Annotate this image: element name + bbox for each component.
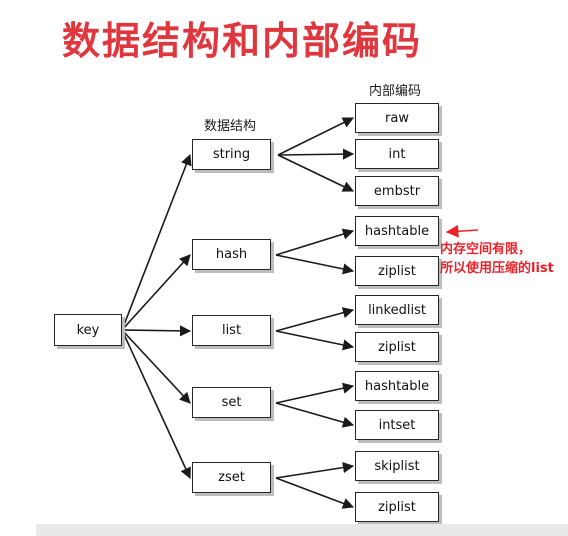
enc-set-hashtable: hashtable bbox=[355, 371, 439, 401]
annotation-line-1: 内存空间有限， bbox=[440, 242, 532, 257]
enc-zset-skiplist: skiplist bbox=[355, 451, 439, 481]
enc-hash-ziplist: ziplist bbox=[355, 256, 439, 286]
enc-string-int: int bbox=[355, 139, 439, 169]
arrow-key-hash bbox=[121, 254, 191, 331]
annotation-arrow bbox=[445, 224, 479, 238]
arrow-zset-skiplist bbox=[275, 462, 355, 479]
enc-string-raw: raw bbox=[355, 103, 439, 133]
enc-set-intset: intset bbox=[355, 410, 439, 440]
arrow-string-raw bbox=[277, 117, 355, 156]
arrow-zset-ziplist bbox=[275, 477, 355, 509]
arrow-key-set bbox=[121, 329, 191, 404]
enc-list-ziplist: ziplist bbox=[355, 332, 439, 362]
node-set: set bbox=[192, 387, 271, 418]
annotation-note: 内存空间有限， 所以使用压缩的list bbox=[440, 240, 554, 278]
node-hash: hash bbox=[192, 239, 271, 270]
page-title: 数据结构和内部编码 bbox=[62, 19, 423, 63]
arrow-hash-hashtable bbox=[275, 228, 355, 256]
enc-string-embstr: embstr bbox=[355, 176, 439, 206]
arrow-hash-ziplist bbox=[275, 254, 355, 275]
node-zset: zset bbox=[192, 462, 271, 493]
arrow-list-ziplist bbox=[275, 330, 355, 351]
node-key: key bbox=[54, 314, 122, 346]
annotation-line-2: 所以使用压缩的list bbox=[440, 261, 554, 276]
node-list: list bbox=[192, 315, 271, 346]
arrow-string-int bbox=[277, 148, 355, 160]
enc-list-linkedlist: linkedlist bbox=[355, 295, 439, 325]
header-data-structure: 数据结构 bbox=[204, 119, 257, 134]
enc-zset-ziplist: ziplist bbox=[355, 492, 439, 522]
bottom-band bbox=[36, 524, 568, 536]
arrow-set-intset bbox=[275, 402, 355, 428]
enc-hash-hashtable: hashtable bbox=[355, 216, 439, 246]
arrow-set-hashtable bbox=[275, 382, 355, 404]
arrow-string-embstr bbox=[277, 154, 355, 192]
arrow-key-list bbox=[121, 325, 192, 337]
arrow-key-string bbox=[121, 153, 192, 331]
header-internal-encoding: 内部编码 bbox=[369, 84, 422, 99]
arrow-key-zset bbox=[121, 329, 191, 480]
arrow-list-linkedlist bbox=[275, 307, 355, 332]
node-string: string bbox=[192, 139, 271, 170]
